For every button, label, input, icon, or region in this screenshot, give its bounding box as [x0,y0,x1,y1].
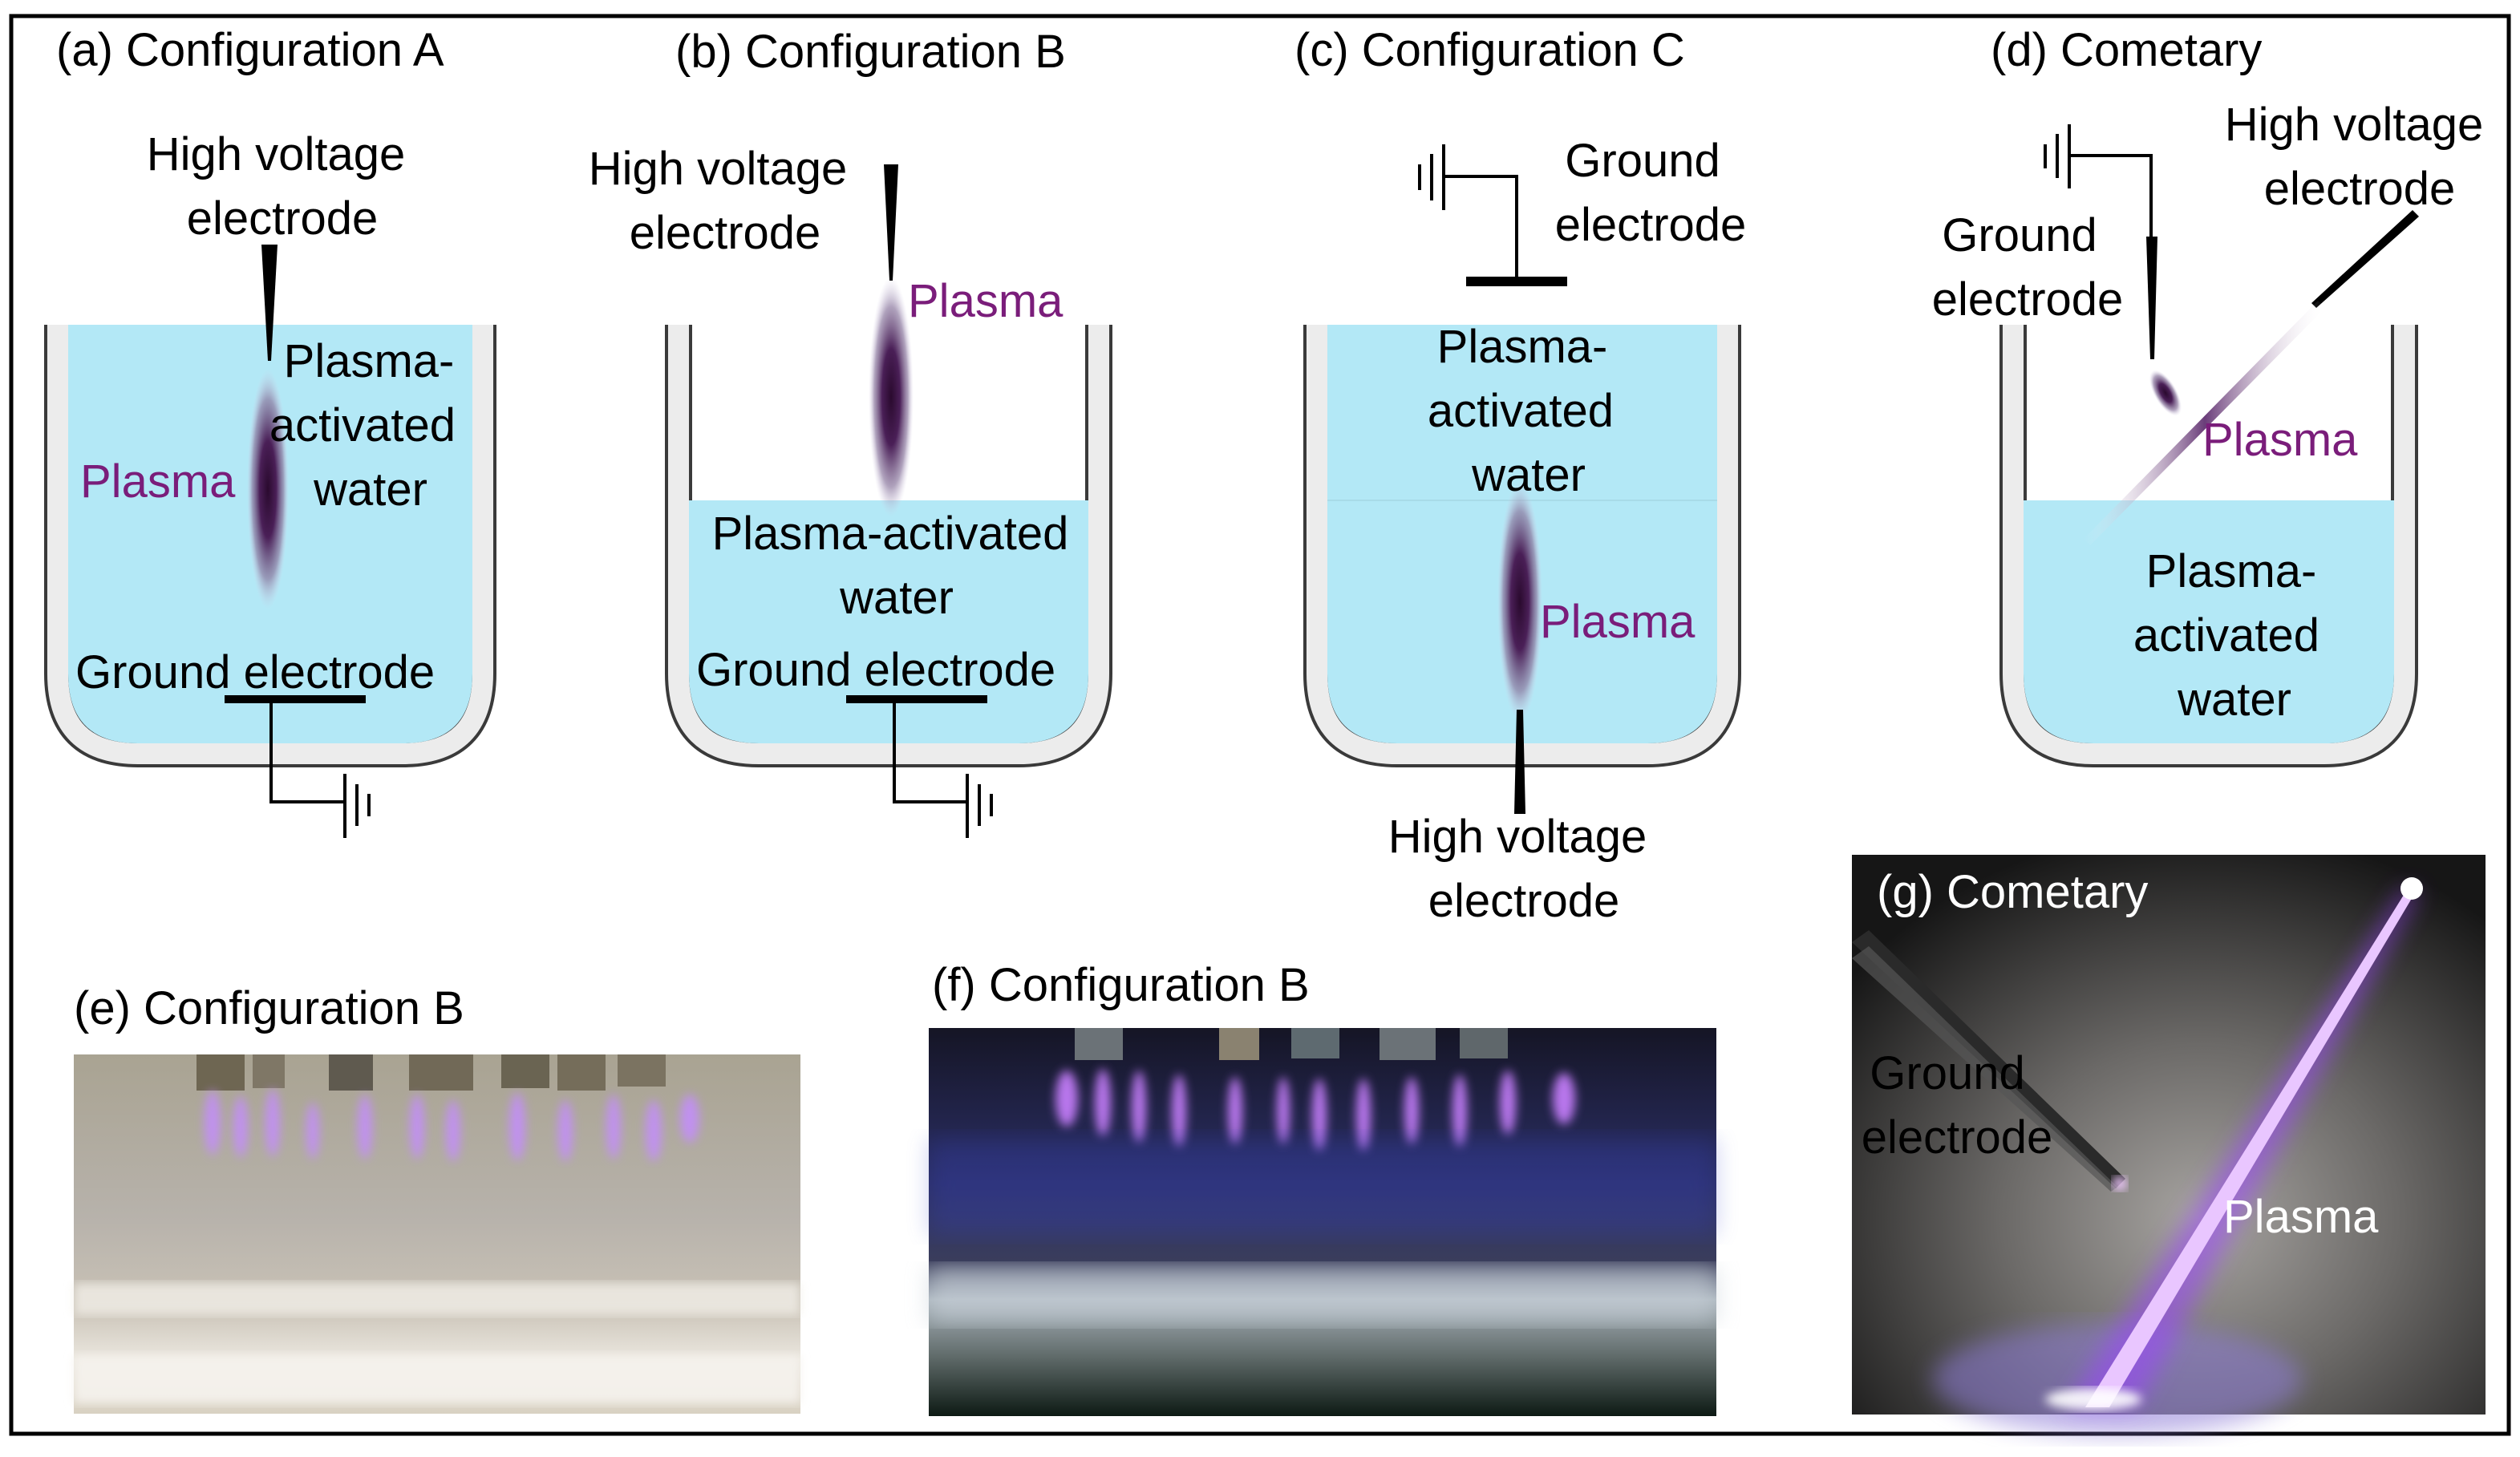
ground-label-d-2: electrode [1932,273,2124,326]
plasma-label-a: Plasma [80,455,236,508]
pav-label-a-1: Plasma- [284,335,455,387]
vessel-d-wall [2003,325,2415,764]
ground-wire-a [269,703,345,803]
pav-label-b-1: Plasma-activated [712,508,1069,560]
ground-glow-d [2149,370,2182,416]
photo-g-jet-origin [2400,877,2423,900]
ground-plate-a [225,695,366,703]
pav-label-a-3: water [313,463,427,516]
plasma-b [869,277,914,517]
photo-e-base [74,1355,800,1403]
hv-label-b-2: electrode [630,207,821,259]
photo-e-jets [205,1089,699,1161]
plasma-a [247,369,289,609]
hv-electrode-a [261,245,278,361]
panel-a-title: (a) Configuration A [56,24,444,76]
photo-g-needle [1852,930,2125,1188]
pav-label-a-2: activated [269,399,456,451]
ground-wire-b [893,703,967,803]
pav-label-b-2: water [839,572,954,624]
hv-electrode-d [2311,210,2419,308]
hv-label-c-1: High voltage [1388,811,1647,863]
hv-label-d-1: High voltage [2225,99,2483,151]
ground-label-b: Ground electrode [696,644,1055,696]
panel-e-title: (e) Configuration B [74,982,464,1034]
photo-f-jets [1055,1069,1575,1151]
ground-wire-c [1444,175,1518,277]
plasma-beam-d [2084,301,2326,545]
panel-e: (e) Configuration B [74,982,800,1414]
ground-label-c-1: Ground [1565,135,1720,187]
ground-plate-c [1466,277,1567,286]
ground-label-g-2: electrode [1862,1111,2053,1164]
photo-e-electrodes [196,1054,666,1091]
panel-b-title: (b) Configuration B [675,26,1066,78]
water-b [689,500,1088,743]
hv-label-a-1: High voltage [147,128,405,180]
pav-label-d-3: water [2177,674,2291,726]
photo-e-surface [74,1283,800,1315]
plasma-label-d: Plasma [2202,414,2358,466]
panel-c: (c) Configuration C Ground electrode Pla… [1294,24,1746,927]
pav-label-c-3: water [1471,449,1586,501]
photo-g-jet [2085,888,2416,1407]
hv-label-d-2: electrode [2264,163,2456,215]
pav-label-c-2: activated [1428,385,1614,437]
photo-g-needle-shine [1852,946,2117,1192]
ground-plate-b [846,695,987,703]
pav-label-d-1: Plasma- [2146,545,2317,597]
pav-label-c-1: Plasma- [1437,321,1608,373]
plasma-label-b: Plasma [908,275,1064,327]
panel-g: (g) Cometary Ground electrode Plasma [1852,855,2486,1435]
ground-label-g-1: Ground [1870,1047,2024,1099]
panel-g-title: (g) Cometary [1877,866,2148,918]
photo-f-haze [929,1139,1716,1235]
plasma-label-g: Plasma [2223,1191,2379,1243]
vessel-b-wall [668,325,1109,764]
ground-label-a: Ground electrode [75,646,435,698]
water-d [2024,500,2394,743]
hv-label-a-2: electrode [187,192,379,245]
ground-wire-d [2069,154,2153,237]
pav-label-d-2: activated [2133,609,2319,662]
panel-f-title: (f) Configuration B [932,959,1310,1011]
ground-electrode-d [2146,237,2157,359]
hv-label-c-2: electrode [1428,875,1620,927]
photo-g-impact [2045,1388,2141,1410]
plasma-c [1497,481,1542,722]
ground-label-c-2: electrode [1555,199,1747,251]
panel-a: (a) Configuration A High voltage electro… [44,24,496,838]
photo-f-electrodes [1075,1028,1508,1060]
panel-b: (b) Configuration B High voltage electro… [589,26,1112,838]
ground-label-d-1: Ground [1942,209,2097,261]
hv-electrode-b [884,164,898,281]
panel-d: (d) Cometary High voltage electrode Grou… [1932,24,2483,767]
photo-g-tip-glow [2113,1176,2127,1191]
hv-label-b-1: High voltage [589,143,847,195]
hv-electrode-c [1514,710,1525,814]
panel-d-title: (d) Cometary [1991,24,2262,76]
panel-c-title: (c) Configuration C [1294,24,1685,76]
photo-e [74,1054,800,1414]
panel-f: (f) Configuration B [929,959,1716,1416]
plasma-label-c: Plasma [1540,596,1696,648]
photo-f-surface [929,1267,1716,1323]
